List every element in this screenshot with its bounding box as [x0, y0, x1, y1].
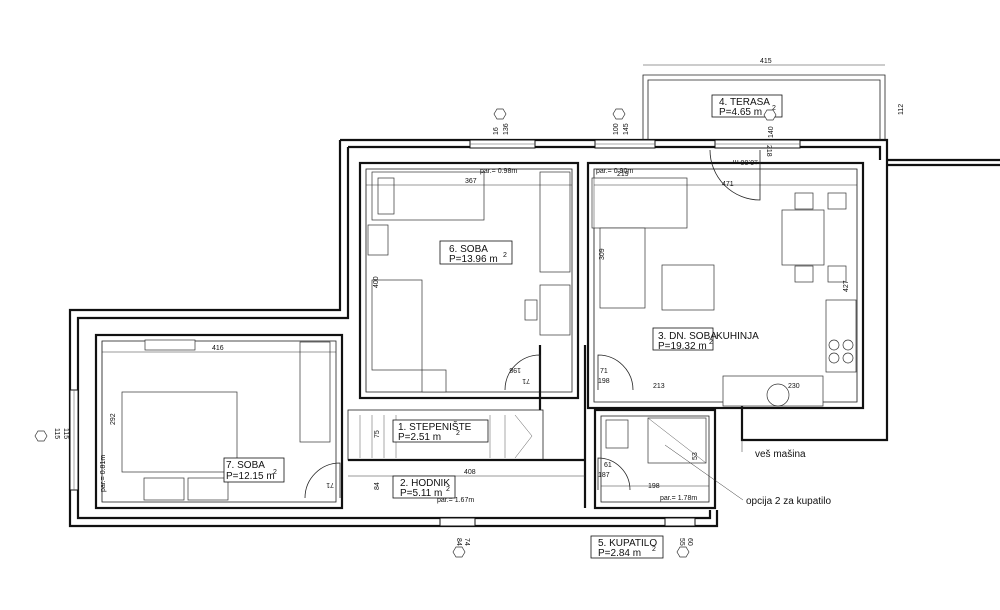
- dim-416: 416: [212, 345, 224, 352]
- dim-309: 309: [599, 248, 606, 260]
- window-dim-136: 136: [503, 123, 510, 135]
- room-1-name: 1. STEPENIŠTE: [398, 420, 472, 433]
- room-5-area: P=2.84 m: [598, 548, 641, 559]
- room-6-area-sup: 2: [503, 252, 507, 259]
- washing-machine-note: veš mašina: [755, 449, 806, 460]
- window-dim-84: 84: [455, 538, 462, 546]
- room-6-name: 6. SOBA: [449, 244, 488, 255]
- window-dim-16: 16: [493, 127, 500, 135]
- parapet-167: par.= 1.67m: [437, 497, 474, 504]
- dim-71-b: 71: [600, 368, 608, 375]
- room-4-name: 4. TERASA: [719, 97, 770, 108]
- room-7-area-sup: 2: [273, 469, 277, 476]
- dim-427: 427: [843, 280, 850, 292]
- dim-471: 471: [722, 181, 734, 188]
- doors: [304, 149, 761, 499]
- dim-219: 219: [617, 171, 629, 178]
- dim-400: 400: [373, 276, 380, 288]
- room-7-area: P=12.15 m: [226, 471, 275, 482]
- windows: [69, 139, 801, 527]
- annotations: veš mašina opcija 2 za kupatilo: [746, 449, 831, 507]
- room-2-area-sup: 2: [446, 486, 450, 493]
- dim-213: 213: [653, 383, 665, 390]
- room-5-name: 5. KUPATILO: [598, 538, 657, 549]
- room-3-extra: KUHINJA: [716, 331, 759, 342]
- window-dim-100: 100: [613, 123, 620, 135]
- room-4-area: P=4.65 m: [719, 107, 762, 118]
- room-2-area: P=5.11 m: [400, 488, 442, 499]
- dim-198-a: 198: [509, 366, 521, 373]
- dim-71-c: 71: [326, 481, 334, 488]
- dim-198-c: 198: [648, 483, 660, 490]
- parapet-labels: par.= 0.98m par.= 0.90m par.= 0.81m par.…: [100, 168, 697, 504]
- room-2-name: 2. HODNIK: [400, 478, 450, 489]
- window-dim-60: 60: [686, 538, 693, 546]
- dim-61: 61: [604, 462, 612, 469]
- dim-415: 415: [760, 58, 772, 65]
- dim-53: 53: [692, 452, 699, 460]
- window-dim-55: 55: [678, 538, 685, 546]
- parapet-178: par.= 1.78m: [660, 495, 697, 502]
- window-dim-74: 74: [463, 538, 470, 546]
- opcija-leader: [664, 444, 744, 501]
- room-3-area: P=19.32 m: [658, 341, 707, 352]
- window-dim-145: 145: [623, 123, 630, 135]
- dim-71-a: 71: [522, 377, 530, 384]
- parapet-081: par.= 0.81m: [100, 455, 107, 492]
- room-1-area: P=2.51 m: [398, 432, 441, 443]
- dim-230: 230: [788, 383, 800, 390]
- bathroom-option-note: opcija 2 za kupatilo: [746, 496, 831, 507]
- level-markers: [34, 108, 777, 558]
- dim-218: 218: [765, 145, 772, 157]
- parapet-098: par.= 0.98m: [480, 168, 517, 175]
- furniture: [121, 171, 857, 501]
- room-3-area-sup: 2: [709, 339, 713, 346]
- room-5-area-sup: 2: [652, 546, 656, 553]
- dim-292: 292: [110, 413, 117, 425]
- dim-140: 140: [768, 126, 775, 138]
- dimension-lines: [101, 64, 885, 502]
- dim-187: 187: [598, 472, 610, 479]
- room-1-area-sup: 2: [456, 430, 460, 437]
- room-4-area-sup: 2: [772, 105, 776, 112]
- dim-367: 367: [465, 178, 477, 185]
- dim-112: 112: [898, 104, 905, 115]
- dim-84: 84: [374, 482, 381, 490]
- dim-198-b: 198: [598, 378, 610, 385]
- room-6-area: P=13.96 m: [449, 254, 498, 265]
- label-boxes: [223, 94, 783, 559]
- dim-level-000: ±0.00 m: [733, 158, 758, 165]
- window-dim-115-a: 115: [53, 428, 60, 439]
- room-3-name: 3. DN. SOBA: [658, 331, 717, 342]
- dim-408: 408: [464, 469, 476, 476]
- dim-75: 75: [374, 430, 381, 438]
- room-7-name: 7. SOBA: [226, 460, 265, 471]
- window-dim-115-b: 115: [62, 428, 69, 439]
- dimension-labels: 415 112 367 219 471 400 309 427 416 292 …: [53, 58, 905, 546]
- room-labels: 6. SOBA P=13.96 m 2 3. DN. SOBA KUHINJA …: [226, 97, 776, 559]
- parapet-090: par.= 0.90m: [596, 168, 633, 175]
